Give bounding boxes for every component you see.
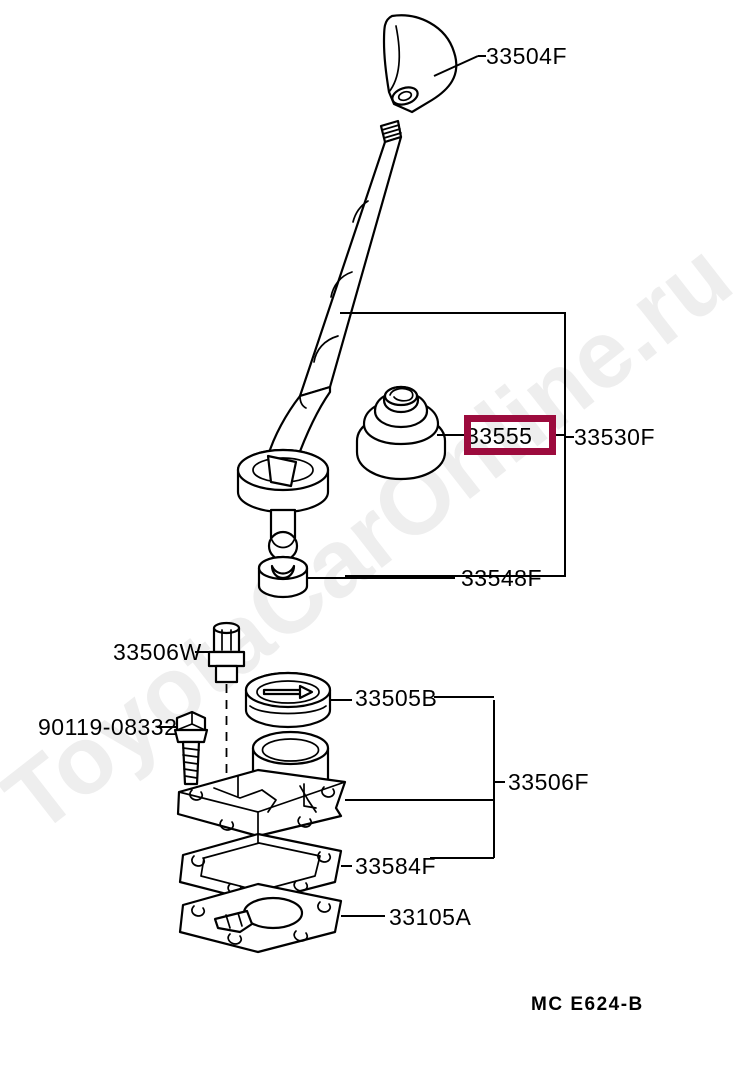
label-knob: 33504F <box>486 43 567 69</box>
shift-knob-part <box>382 14 458 114</box>
shift-plate-part <box>178 882 343 954</box>
label-gasket: 33584F <box>355 853 436 879</box>
dust-boot-part <box>355 385 447 481</box>
lever-retainer <box>236 448 330 562</box>
label-lever-assembly: 33530F <box>574 424 655 450</box>
label-bolt: 90119-08332 <box>38 714 177 740</box>
label-seat: 33548F <box>461 565 542 591</box>
leader-knob <box>433 55 479 77</box>
shift-lever-shaft <box>266 119 403 464</box>
shift-bushing-part <box>244 671 332 729</box>
footer-code: MC E624-B <box>531 994 644 1015</box>
shift-housing-part <box>176 730 347 838</box>
bolt-part <box>173 710 209 786</box>
shift-gasket-part <box>178 832 343 904</box>
label-boot: 33555 <box>466 423 532 449</box>
highlight-box-33555[interactable] <box>464 415 556 455</box>
shift-plug-part <box>207 621 246 800</box>
bracket-lever-assembly <box>340 312 566 577</box>
label-bushing: 33505B <box>355 685 437 711</box>
lever-seat-part <box>257 555 309 599</box>
label-plate: 33105A <box>389 904 471 930</box>
label-housing-assembly: 33506F <box>508 769 589 795</box>
label-plug: 33506W <box>113 639 202 665</box>
